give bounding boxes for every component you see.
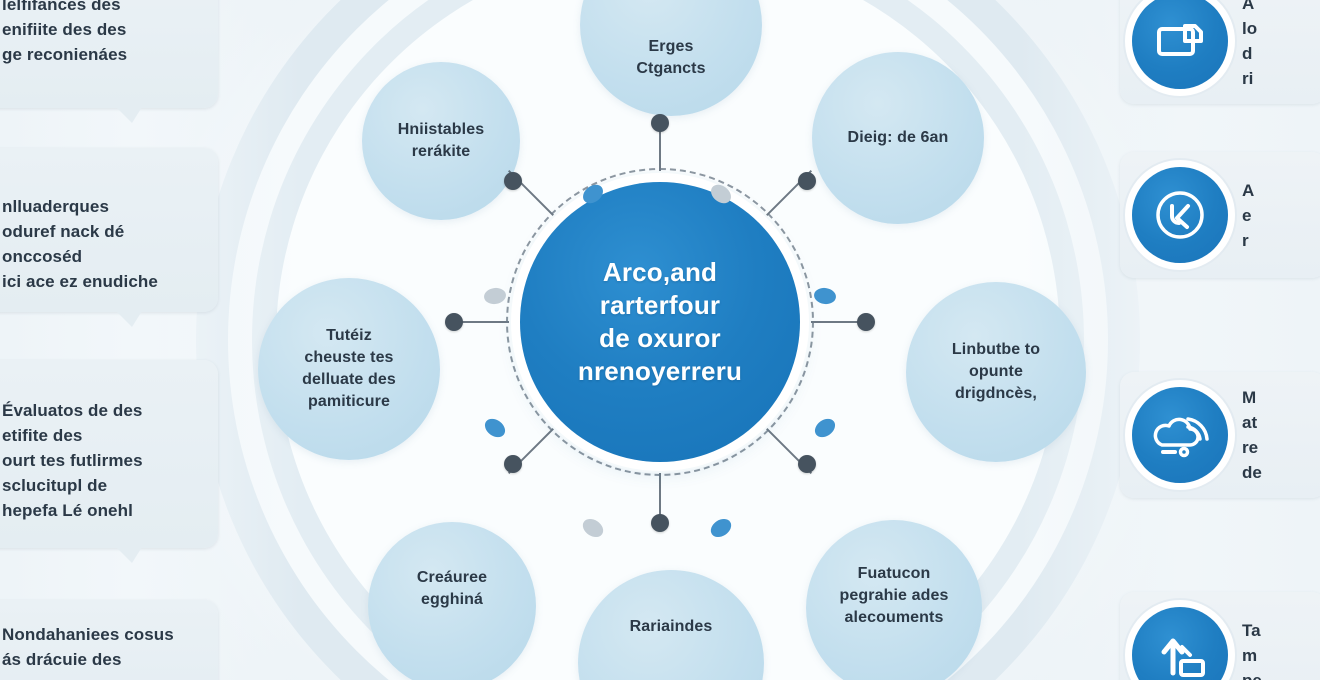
accent-bean-s2 xyxy=(707,515,735,541)
callout-card-2-text: nlluaderques oduref nack dé onccoséd ici… xyxy=(2,197,158,291)
callout-card-2-tail xyxy=(116,311,142,327)
satellite-left[interactable]: Tutéiz cheuste tes delluate des pamiticu… xyxy=(258,278,440,460)
satellite-top-right-label: Dieig: de 6an xyxy=(847,129,949,146)
hub-diagram: Arco,and rarterfour de oxuror nrenoyerre… xyxy=(420,0,900,680)
feature-card-2-text: A e r xyxy=(1242,180,1255,250)
satellite-top-right[interactable]: Dieig: de 6an xyxy=(812,52,984,224)
feature-card-3[interactable]: M at re de xyxy=(1120,372,1320,498)
satellite-top-left[interactable]: Hniistables rerákite xyxy=(362,62,520,220)
document-export-icon xyxy=(1132,0,1228,89)
satellite-top-label: Erges Ctgancts xyxy=(636,38,706,77)
cloud-signal-icon xyxy=(1132,387,1228,483)
background-fade-left xyxy=(0,0,300,680)
satellite-bottom-left-label: Creáuree egghiná xyxy=(416,569,488,608)
accent-bean-se xyxy=(811,415,839,441)
satellite-bottom-right[interactable]: Fuatucon pegrahie ades alecouments xyxy=(806,520,982,680)
node-dot-s[interactable] xyxy=(651,514,669,532)
callout-card-4[interactable]: Nondahaniees cosus ás drácuie des xyxy=(0,600,218,680)
satellite-right-label: Linbutbe to opunte drigdncès, xyxy=(951,341,1041,402)
clock-icon xyxy=(1132,167,1228,263)
feature-card-1[interactable]: A lo d ri xyxy=(1120,0,1320,104)
hub-dashed-ring xyxy=(506,168,814,476)
accent-bean-sw xyxy=(481,415,509,441)
callout-card-1-tail xyxy=(116,107,142,123)
node-dot-ne[interactable] xyxy=(798,172,816,190)
left-callout-column: lelfifances des enifiite des des ge reco… xyxy=(0,0,224,680)
feature-card-3-text: M at re de xyxy=(1242,388,1262,482)
upload-arrow-icon xyxy=(1132,607,1228,680)
feature-card-4-text: Ta m pe xyxy=(1242,620,1262,680)
satellite-left-label: Tutéiz cheuste tes delluate des pamiticu… xyxy=(302,327,396,410)
right-feature-column: A lo d ri A e r xyxy=(1108,0,1320,680)
node-dot-nw[interactable] xyxy=(504,172,522,190)
node-dot-w[interactable] xyxy=(445,313,463,331)
node-dot-se[interactable] xyxy=(798,455,816,473)
callout-card-1[interactable]: lelfifances des enifiite des des ge reco… xyxy=(0,0,218,123)
callout-card-1-text: lelfifances des enifiite des des ge reco… xyxy=(2,0,128,64)
callout-card-3[interactable]: Évaluatos de des etifite des ourt tes fu… xyxy=(0,360,218,563)
satellite-bottom-label: Rariaindes xyxy=(629,618,713,635)
callout-card-2[interactable]: nlluaderques oduref nack dé onccoséd ici… xyxy=(0,148,218,327)
hub-center-circle[interactable]: Arco,and rarterfour de oxuror nrenoyerre… xyxy=(520,182,800,462)
callout-card-3-tail xyxy=(116,547,142,563)
satellite-bottom-left[interactable]: Creáuree egghiná xyxy=(368,522,536,680)
callout-card-3-text: Évaluatos de des etifite des ourt tes fu… xyxy=(2,401,143,520)
node-dot-n[interactable] xyxy=(651,114,669,132)
satellite-top-left-label: Hniistables rerákite xyxy=(397,121,485,160)
accent-bean-w xyxy=(482,286,508,306)
hub-center-label: Arco,and rarterfour de oxuror nrenoyerre… xyxy=(577,257,743,386)
feature-card-2[interactable]: A e r xyxy=(1120,152,1320,278)
accent-bean-e xyxy=(812,286,838,306)
feature-card-4[interactable]: Ta m pe xyxy=(1120,592,1320,680)
satellite-bottom-right-label: Fuatucon pegrahie ades alecouments xyxy=(839,565,949,626)
callout-card-4-text: Nondahaniees cosus ás drácuie des xyxy=(2,625,174,669)
node-dot-sw[interactable] xyxy=(504,455,522,473)
satellite-right[interactable]: Linbutbe to opunte drigdncès, xyxy=(906,282,1086,462)
accent-bean-s xyxy=(579,515,607,541)
feature-card-1-text: A lo d ri xyxy=(1242,0,1258,88)
node-dot-e[interactable] xyxy=(857,313,875,331)
